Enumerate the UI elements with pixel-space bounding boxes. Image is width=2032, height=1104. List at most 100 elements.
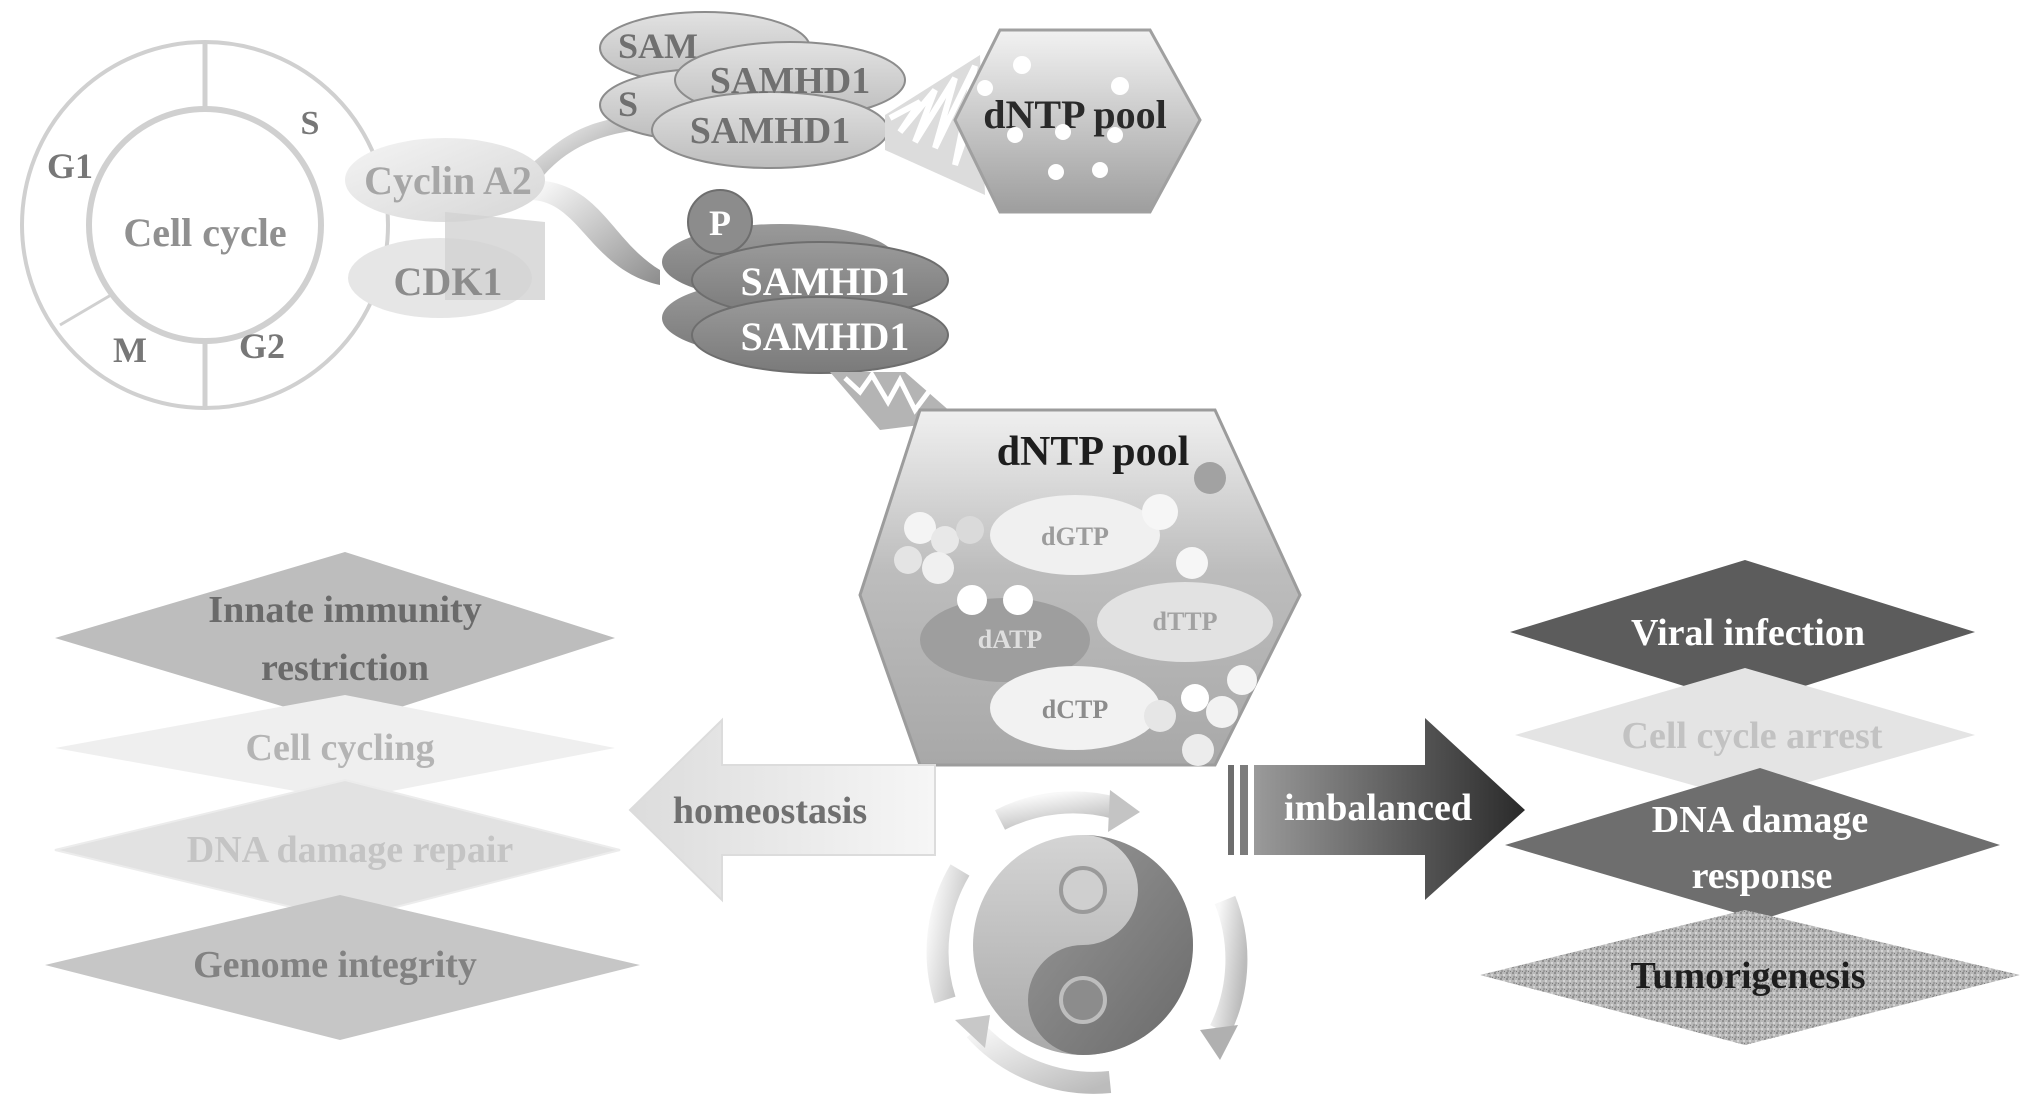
cdk1-shadow [445,212,545,300]
dntp-dot [977,80,993,96]
samhd1-phosphorylated: P SAMHD1 SAMHD1 [662,189,949,374]
homeostasis-arrow: homeostasis [628,717,936,903]
dntp-dot [1111,77,1129,95]
phosphate-badge [687,189,753,255]
balance-yin-yang [926,790,1248,1094]
outcome-cell-cycle-arrest-diamond [1515,668,1975,800]
outcome-tumorigenesis-diamond [1480,910,2020,1045]
homeostasis-outcomes: Innate immunity restriction Cell cycling… [45,552,640,1040]
cyclin-cdk-complex: Cyclin A2 CDK1 [345,115,660,318]
dntp-bubble [1144,700,1176,732]
dntp-bubble [956,516,984,544]
dgtp-label: dGTP [1041,522,1109,551]
imbalance-outcomes: Viral infection Cell cycle arrest DNA da… [1480,560,2020,1045]
outcome-cell-cycling-diamond [55,695,615,800]
cyclin-a2-ellipse [345,138,545,222]
dntp-bubble [894,546,922,574]
cell-cycle-wheel: Cell cycle G1 S G2 M [20,40,390,410]
dntp-dot [1055,124,1071,140]
dgtp-ellipse [990,495,1160,575]
outcome-viral-infection-label: Viral infection [1631,612,1865,654]
cdk-to-samhd1-arc-lower [530,180,660,285]
dttp-ellipse [1097,582,1273,662]
phase-m-label: M [113,330,147,370]
cell-cycle-label: Cell cycle [123,210,286,255]
cycle-arrow-top-head [1108,790,1140,832]
dntp-bubble [904,512,936,544]
imbalanced-arrow: imbalanced [1228,718,1525,900]
outcome-genome-integrity-diamond [45,895,640,1040]
dntp-bubble [1176,547,1208,579]
homeostasis-arrow-shape [628,717,936,903]
outcome-genome-integrity-label: Genome integrity [193,944,477,986]
cycle-arrow-bottom-arc [966,1022,1112,1094]
dntp-pool-small-hexagon [953,28,1202,214]
phase-g2-label: G2 [239,326,285,366]
dntp-pool-small: dNTP pool [953,28,1202,214]
imbalanced-arrow-shape [1254,718,1525,900]
samhd1-p-label-1: SAMHD1 [741,259,910,304]
samhd1-p-label-2: SAMHD1 [741,314,910,359]
imbalanced-bar-2 [1240,765,1248,855]
outcome-dna-damage-response-line1: DNA damage [1652,799,1868,841]
datp-label: dATP [978,625,1043,654]
cycle-arrow-bottom-head [955,1015,990,1048]
samhd1-partial-label-2: S [618,84,638,124]
samhd1-label-2: SAMHD1 [690,110,850,152]
outcome-cell-cycle-arrest-label: Cell cycle arrest [1622,715,1883,757]
cdk1-label: CDK1 [394,259,503,304]
outcome-innate-immunity-line1: Innate immunity [208,589,481,631]
phosphate-label: P [709,203,731,243]
outcome-dna-repair-label: DNA damage repair [187,829,514,871]
dntp-bubble [931,526,959,554]
outcome-dna-damage-response-diamond [1505,768,2000,920]
samhd1-partial-label-1: SAM [618,26,698,66]
outcome-tumorigenesis-label: Tumorigenesis [1630,955,1865,997]
cycle-arrow-left-arc [926,864,970,1004]
dntp-bubble [1003,585,1033,615]
homeostasis-label: homeostasis [673,790,867,832]
dntp-pool-large: dNTP pool dGTP dATP dTTP dCTP [858,408,1302,767]
dntp-bubble [957,585,987,615]
outcome-innate-immunity-diamond [55,552,615,725]
dntp-bubble [1142,494,1178,530]
dntp-pool-large-title: dNTP pool [997,429,1190,475]
dntp-dot [1048,164,1064,180]
samhd1-p-subunit-front-2 [691,296,949,374]
dntp-dot [1107,127,1123,143]
cycle-arrow-right-arc [1210,895,1248,1035]
cdk-to-samhd1-arc-upper [530,115,640,180]
outcome-cell-cycling-label: Cell cycling [246,727,435,769]
samhd1-label-1: SAMHD1 [710,60,870,102]
imbalanced-bar-1 [1228,765,1234,855]
dntp-bubble [922,552,954,584]
dctp-label: dCTP [1042,695,1109,724]
dntp-bubble [1182,734,1214,766]
outcome-viral-infection-diamond [1510,560,1975,705]
dttp-label: dTTP [1152,607,1217,636]
dctp-ellipse [990,666,1160,750]
cell-cycle-inner-ring [86,106,324,344]
imbalanced-label: imbalanced [1284,787,1472,829]
dntp-bubble [1194,462,1226,494]
dntp-bubble [1206,696,1238,728]
cell-cycle-divider-left [59,293,112,327]
cycle-arrow-top-arc [994,791,1118,830]
outcome-innate-immunity-line2: restriction [261,647,429,689]
dntp-dot [1007,127,1023,143]
dntp-dot [1092,162,1108,178]
yin-dot [1059,866,1107,914]
cycle-arrow-right-head [1200,1025,1238,1060]
cyclin-a2-label: Cyclin A2 [364,158,532,203]
phase-g1-label: G1 [47,146,93,186]
outcome-dna-damage-response-line2: response [1692,855,1833,897]
samhd1-tetramer: SAM S SAMHD1 SAMHD1 [599,11,906,169]
connector-hatch-2 [843,370,932,415]
datp-ellipse [920,598,1090,682]
dntp-dot [1013,56,1031,74]
dntp-bubble [1227,665,1257,695]
phase-s-label: S [301,105,320,142]
dntp-bubble [1181,684,1209,712]
yang-dot [1059,976,1107,1024]
